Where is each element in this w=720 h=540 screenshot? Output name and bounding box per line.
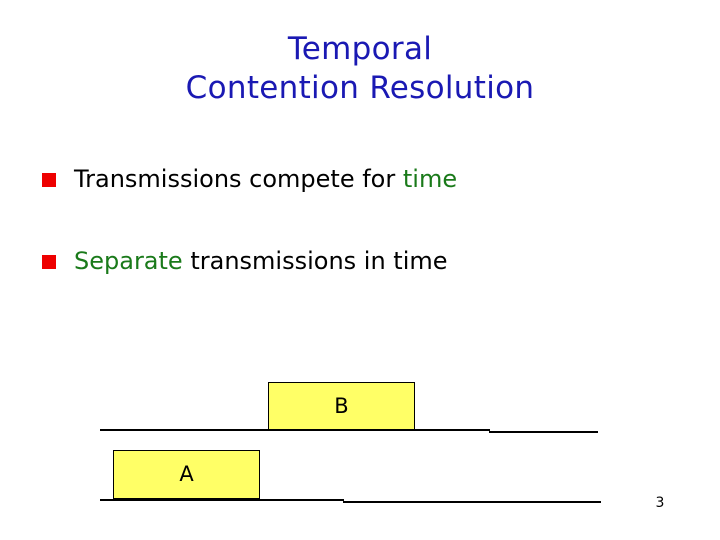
timeline-upper-axis-left [100, 429, 490, 431]
bullet-2-segment-2: transmissions in time [182, 247, 448, 275]
timeline-upper-axis-right [489, 431, 598, 433]
transmission-frame-b: B [268, 382, 415, 430]
timeline-lower-axis-left [100, 499, 344, 501]
slide-title-line-2: Contention Resolution [185, 70, 535, 106]
transmission-frame-a-label: A [179, 462, 194, 486]
transmission-frame-b-label: B [334, 393, 349, 418]
timeline-lower-axis-right [343, 501, 601, 503]
bullet-item-2: Separate transmissions in time [42, 245, 682, 277]
bullet-item-1: Transmissions compete for time [42, 163, 682, 195]
red-square-bullet-icon [42, 173, 56, 187]
bullet-item-2-text: Separate transmissions in time [74, 245, 448, 277]
slide-title-line-1: Temporal [287, 31, 433, 67]
red-square-bullet-icon [42, 255, 56, 269]
bullet-1-segment-2: time [402, 165, 458, 193]
bullet-2-segment-1: Separate [74, 247, 183, 275]
bullet-item-1-text: Transmissions compete for time [74, 163, 457, 195]
transmission-frame-a: A [113, 450, 260, 499]
bullet-1-segment-1: Transmissions compete for [74, 165, 403, 193]
page-number: 3 [655, 495, 665, 511]
slide-title: Temporal Contention Resolution [0, 30, 720, 108]
